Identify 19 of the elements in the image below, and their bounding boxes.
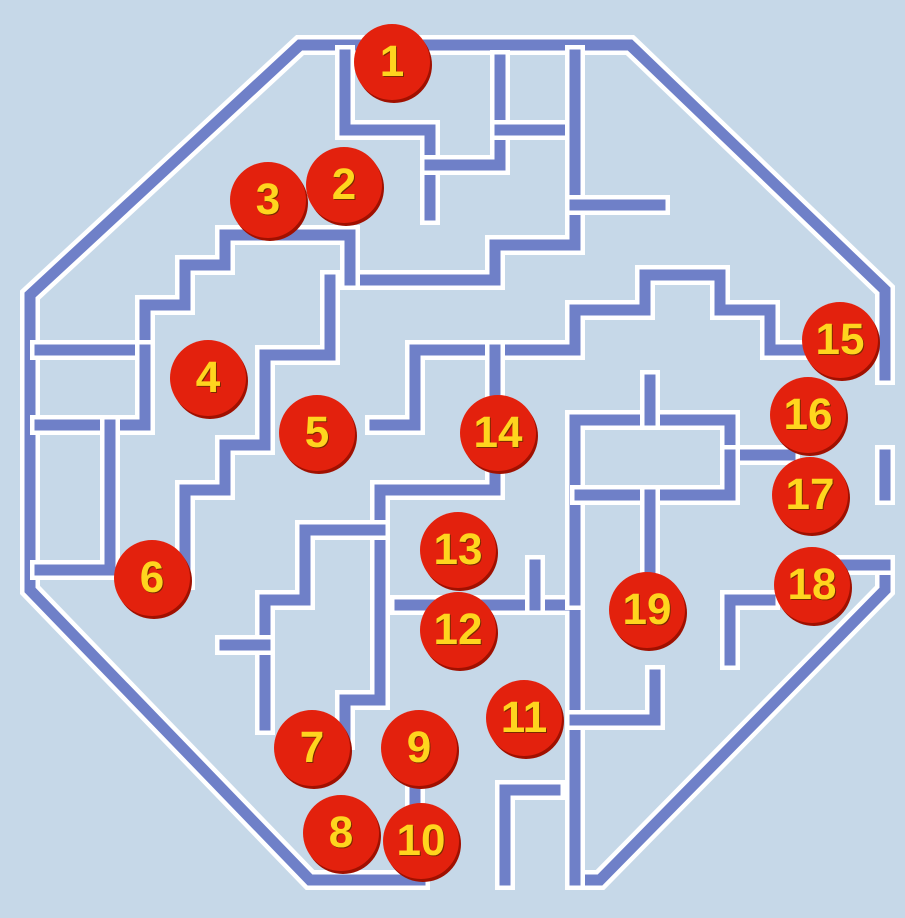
callout-number: 4 [170, 340, 246, 416]
callout-number: 9 [381, 710, 457, 786]
callout-number: 15 [802, 302, 878, 378]
callout-number: 1 [354, 24, 430, 100]
callout-number: 18 [774, 547, 850, 623]
callout-number: 14 [460, 395, 536, 471]
callout-number: 8 [303, 795, 379, 871]
callout-number: 12 [420, 592, 496, 668]
callout-number: 11 [486, 680, 562, 756]
callout-number: 19 [609, 572, 685, 648]
callout-number: 7 [274, 710, 350, 786]
callout-number: 10 [383, 803, 459, 879]
callout-number: 13 [420, 512, 496, 588]
callout-number: 6 [114, 540, 190, 616]
callout-number: 5 [279, 395, 355, 471]
callout-number: 3 [230, 162, 306, 238]
callout-number: 16 [770, 377, 846, 453]
callout-number: 2 [306, 147, 382, 223]
callout-number: 17 [772, 457, 848, 533]
